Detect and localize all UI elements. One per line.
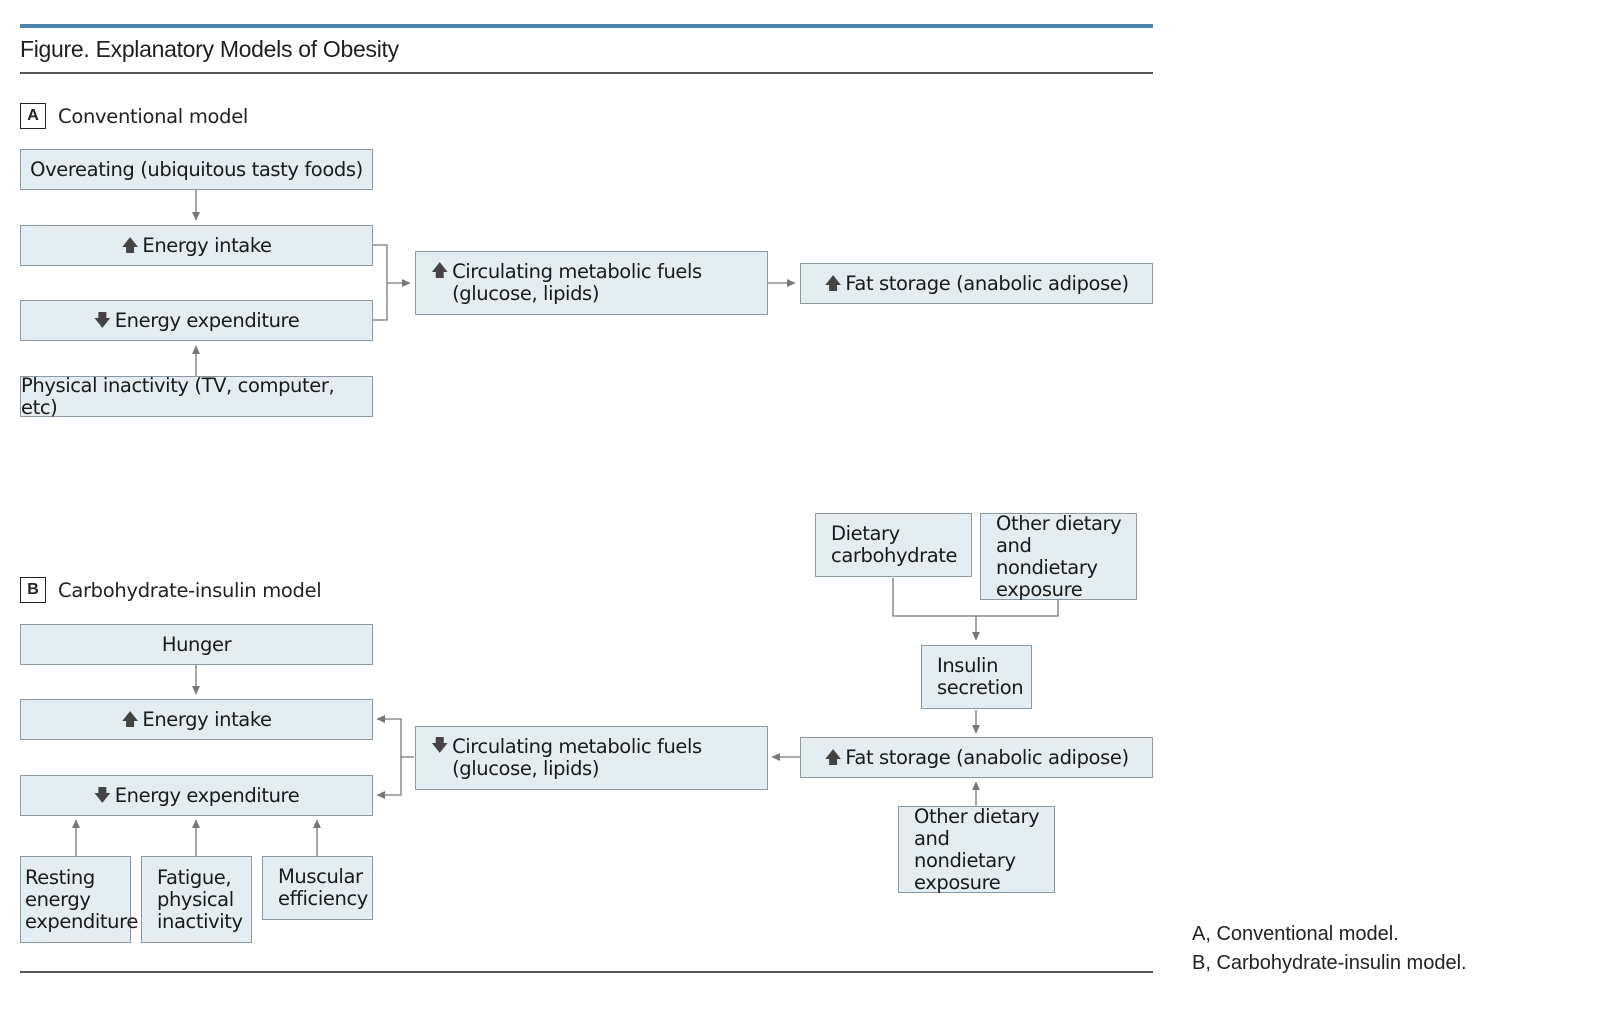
box-circulating-fuels-a: 🡅 Circulating metabolic fuels (glucose, … [415,251,768,315]
link-fuels-to-expenditure [376,757,402,799]
up-arrow-icon: 🡅 [824,273,842,294]
box-other-exposure-bottom: Other dietary and nondietary exposure [898,805,1055,893]
figure-title: Figure. Explanatory Models of Obesity [20,36,399,62]
up-arrow-icon: 🡅 [431,261,449,281]
panel-b-label: Carbohydrate-insulin model [58,578,322,602]
down-arrow-icon: 🡇 [431,736,449,756]
box-overeating: Overeating (ubiquitous tasty foods) [20,149,373,190]
box-circulating-fuels-b: 🡇 Circulating metabolic fuels (glucose, … [415,726,768,790]
box-energy-intake-b: 🡅 Energy intake [20,699,373,740]
link-fuels-bracket [376,715,414,758]
caption-b: B, Carbohydrate-insulin model. [1192,952,1467,974]
box-energy-intake-a: 🡅 Energy intake [20,225,373,266]
box-fat-storage-a: 🡅 Fat storage (anabolic adipose) [800,263,1153,304]
box-muscular-efficiency: Muscular efficiency [262,856,373,920]
down-arrow-icon: 🡇 [93,785,111,806]
box-fat-storage-b: 🡅 Fat storage (anabolic adipose) [800,737,1153,778]
title-rule [20,72,1153,74]
up-arrow-icon: 🡅 [121,235,139,256]
panel-b-letter: B [20,577,46,603]
box-hunger: Hunger [20,624,373,665]
up-arrow-icon: 🡅 [121,709,139,730]
up-arrow-icon: 🡅 [824,747,842,768]
box-other-exposure-top: Other dietary and nondietary exposure [980,512,1137,600]
box-physical-inactivity: Physical inactivity (TV, computer, etc) [20,374,373,418]
caption-a: A, Conventional model. [1192,923,1399,945]
panel-a-label: Conventional model [58,104,249,128]
panel-b-header: B Carbohydrate-insulin model [20,576,322,604]
link-intake-expenditure-bracket [372,244,388,321]
box-dietary-carbohydrate: Dietary carbohydrate [815,513,972,577]
box-fatigue: Fatigue, physical inactivity [141,856,252,943]
bottom-rule [20,971,1153,973]
title-accent-bar [20,24,1153,28]
box-insulin-secretion: Insulin secretion [921,645,1032,709]
panel-a-header: A Conventional model [20,102,248,130]
box-resting-energy: Resting energy expenditure [20,856,138,943]
box-energy-expenditure-b: 🡇 Energy expenditure [20,775,373,816]
box-energy-expenditure-a: 🡇 Energy expenditure [20,300,373,341]
down-arrow-icon: 🡇 [93,310,111,331]
panel-a-letter: A [20,103,46,129]
